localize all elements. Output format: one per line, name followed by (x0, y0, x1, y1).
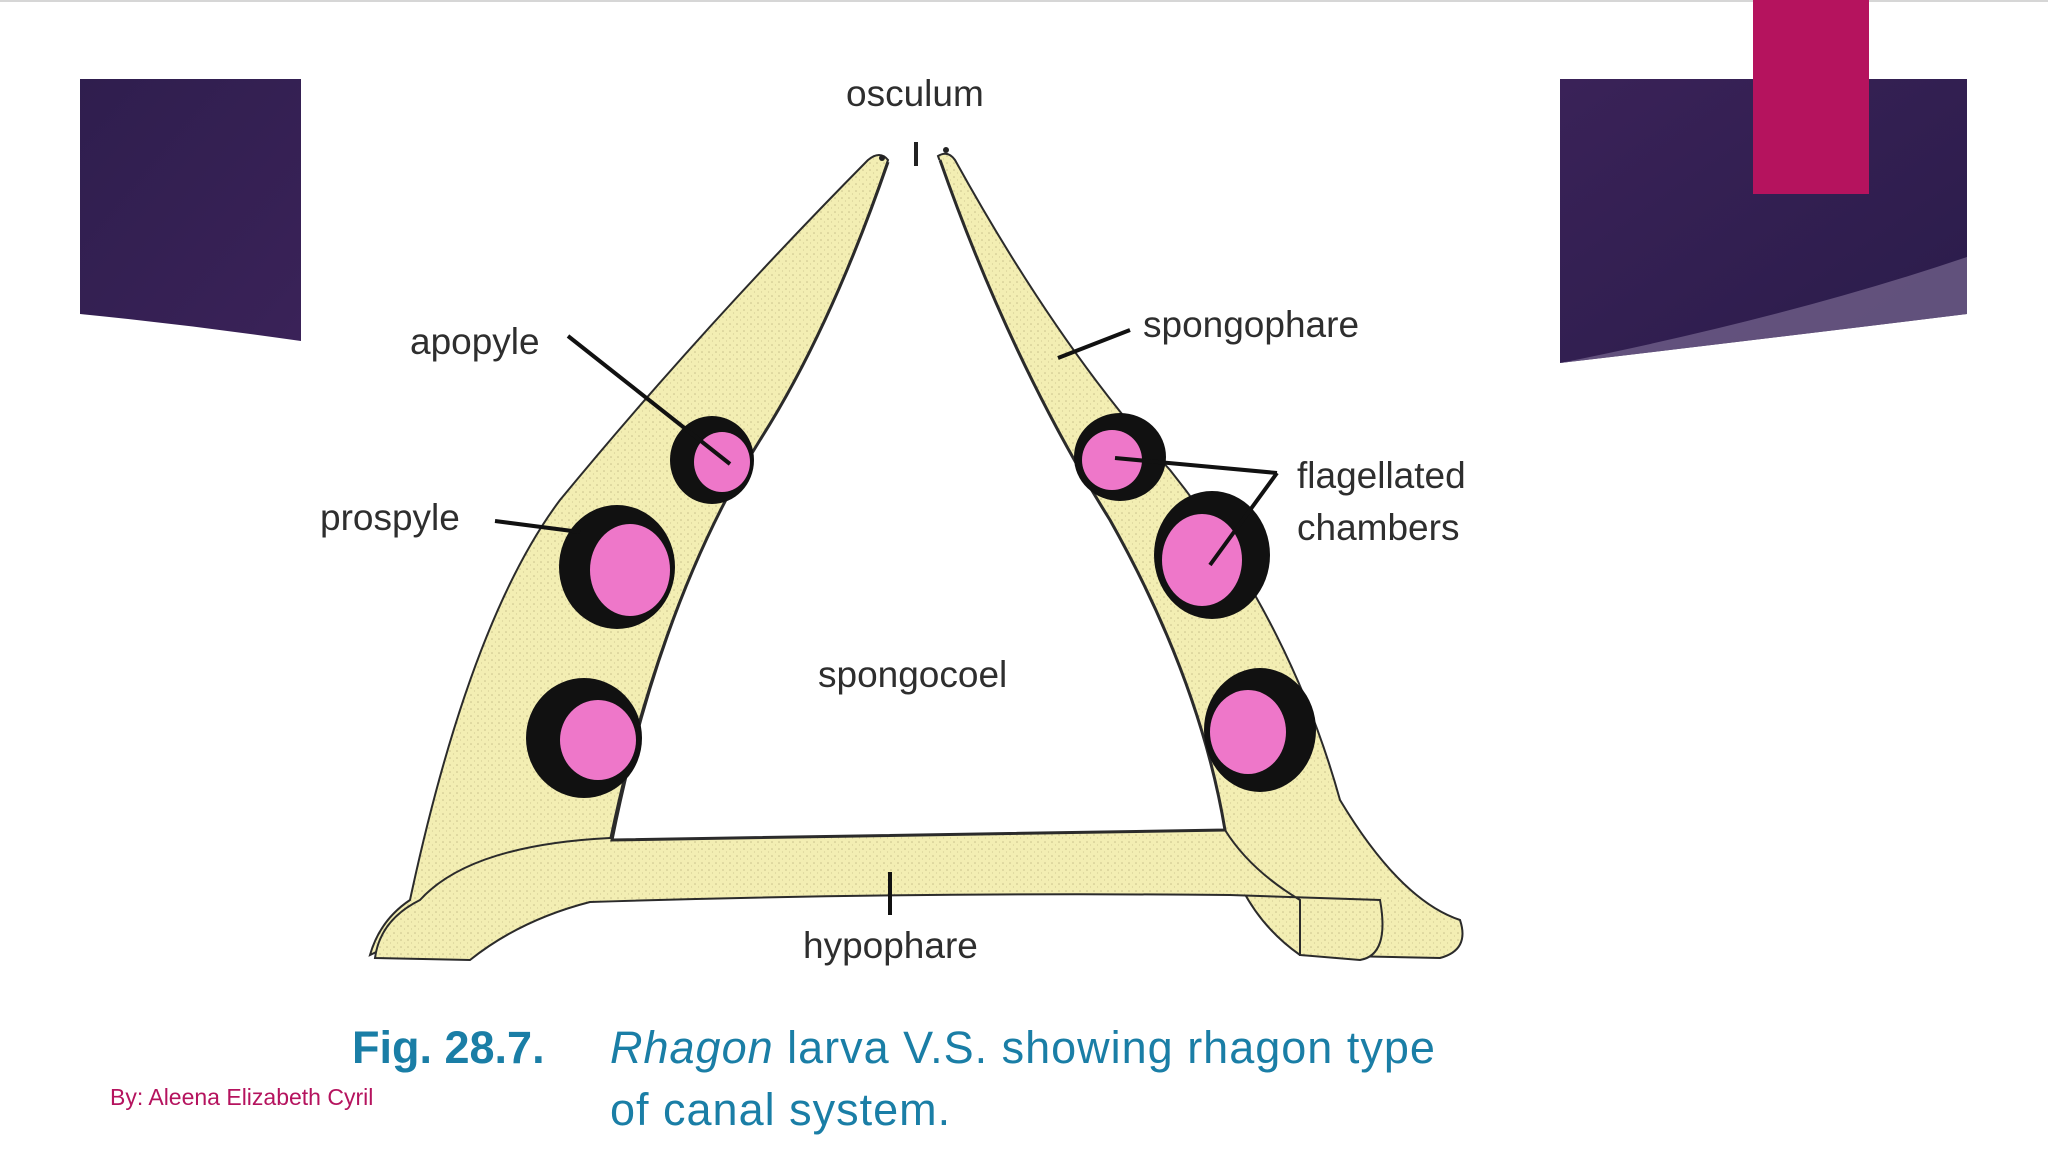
spongocoel-cavity (610, 159, 1227, 842)
label-chambers: chambers (1297, 507, 1459, 548)
caption-line-2: of canal system. (610, 1084, 952, 1135)
label-osculum: osculum (846, 73, 984, 114)
spongophare-leader (1057, 328, 1131, 360)
label-spongophare: spongophare (1143, 304, 1359, 345)
apopyle-leader (566, 334, 732, 466)
caption-line-1-rest: larva V.S. showing rhagon type (773, 1022, 1436, 1073)
label-apopyle: apopyle (410, 321, 540, 362)
chamber-right-middle (1154, 491, 1270, 619)
label-flagellated: flagellated (1297, 455, 1466, 496)
flagellated-leader-2 (1208, 471, 1279, 567)
slide-top-rule (0, 0, 2048, 2)
magenta-bookmark-tab (1753, 0, 1869, 194)
prospyle-leader (494, 519, 581, 534)
chamber-left-lower (526, 678, 642, 798)
caption-italic-term: Rhagon (610, 1022, 774, 1073)
caption-line-1: Rhagon larva V.S. showing rhagon type (610, 1018, 1436, 1078)
chamber-right-lower (1204, 668, 1316, 792)
label-spongocoel: spongocoel (818, 654, 1007, 695)
flagellated-leader-1 (1114, 456, 1278, 475)
label-prospyle: prospyle (320, 497, 460, 538)
label-hypophare: hypophare (803, 925, 978, 966)
chamber-left-upper (670, 416, 754, 504)
hypophare-band (373, 828, 1384, 962)
left-decor-banner (80, 79, 302, 341)
author-credit: By: Aleena Elizabeth Cyril (110, 1084, 374, 1110)
figure-number: Fig. 28.7. (352, 1022, 545, 1073)
chamber-left-middle (559, 505, 675, 629)
